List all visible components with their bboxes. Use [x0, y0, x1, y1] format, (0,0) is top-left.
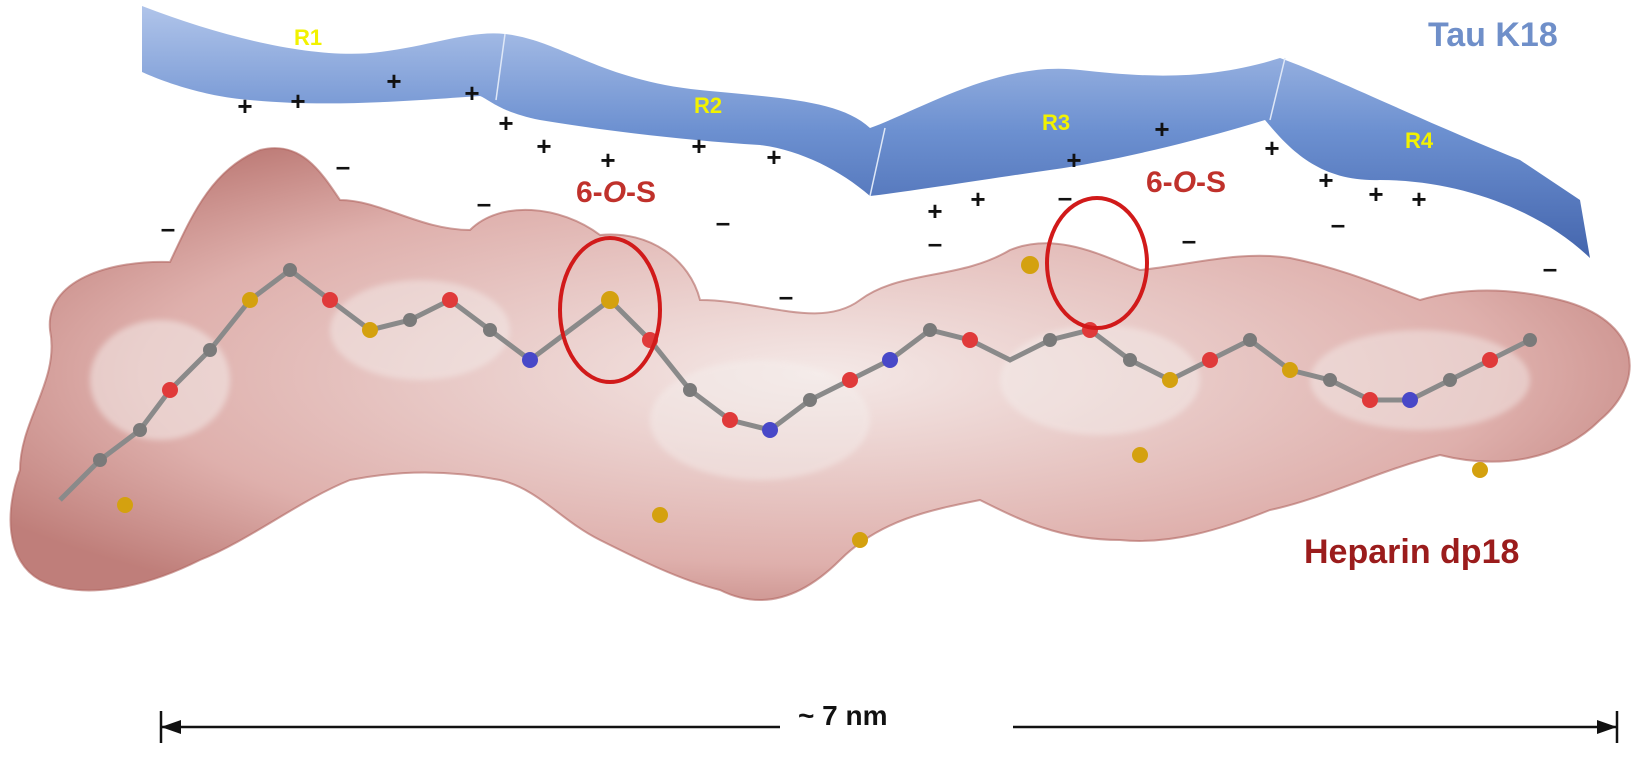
tau-ribbon [142, 6, 1590, 258]
sulfate-left-o: O [602, 176, 627, 209]
positive-charge: + [1154, 114, 1170, 144]
heparin-atoms [93, 256, 1537, 548]
segment-r2-label: R2 [694, 93, 723, 118]
heparin-molecule [58, 266, 1532, 502]
sulfate-left-num: 6- [576, 176, 603, 209]
positive-charge: + [290, 86, 306, 116]
positive-charge: + [1264, 133, 1280, 163]
positive-charge: + [386, 66, 402, 96]
sulfate-right-num: 6- [1146, 166, 1173, 199]
positive-charge: + [1368, 179, 1384, 209]
positive-charge: + [766, 142, 782, 172]
positive-charge: + [970, 184, 986, 214]
sulfate-right-s: -S [1196, 166, 1227, 199]
negative-charge: – [160, 213, 176, 243]
positive-charge: + [1318, 165, 1334, 195]
segment-r4-label: R4 [1405, 128, 1434, 153]
sulfate-right-o: O [1172, 166, 1197, 199]
positive-charge: + [237, 91, 253, 121]
negative-charge: – [927, 228, 943, 258]
scale-bar [159, 711, 1619, 743]
sulfate-left-s: -S [626, 176, 657, 209]
negative-charge: – [476, 188, 492, 218]
sulfate-label-left: 6-O-S [576, 176, 656, 210]
negative-charge: – [1330, 209, 1346, 239]
sulfate-label-right: 6-O-S [1146, 166, 1226, 200]
positive-charge: + [600, 145, 616, 175]
negative-charge: – [335, 151, 351, 181]
sulfate-highlight-right [1045, 196, 1149, 330]
positive-charge: + [536, 131, 552, 161]
negative-charge: – [715, 207, 731, 237]
heparin-dp18-label: Heparin dp18 [1304, 533, 1520, 571]
negative-charge: – [1542, 253, 1558, 283]
positive-charge: + [464, 78, 480, 108]
segment-r3-label: R3 [1042, 110, 1071, 135]
positive-charge: + [498, 108, 514, 138]
negative-charge: – [1057, 182, 1073, 212]
segment-r1-label: R1 [294, 25, 323, 50]
scale-bar-label: ~ 7 nm [798, 700, 888, 731]
positive-charge: + [691, 131, 707, 161]
negative-charge: – [1181, 225, 1197, 255]
sulfate-highlight-left [558, 236, 662, 384]
tau-k18-label: Tau K18 [1428, 16, 1558, 54]
positive-charge: + [927, 196, 943, 226]
negative-charge: – [778, 281, 794, 311]
positive-charge: + [1411, 184, 1427, 214]
positive-charge: + [1066, 145, 1082, 175]
